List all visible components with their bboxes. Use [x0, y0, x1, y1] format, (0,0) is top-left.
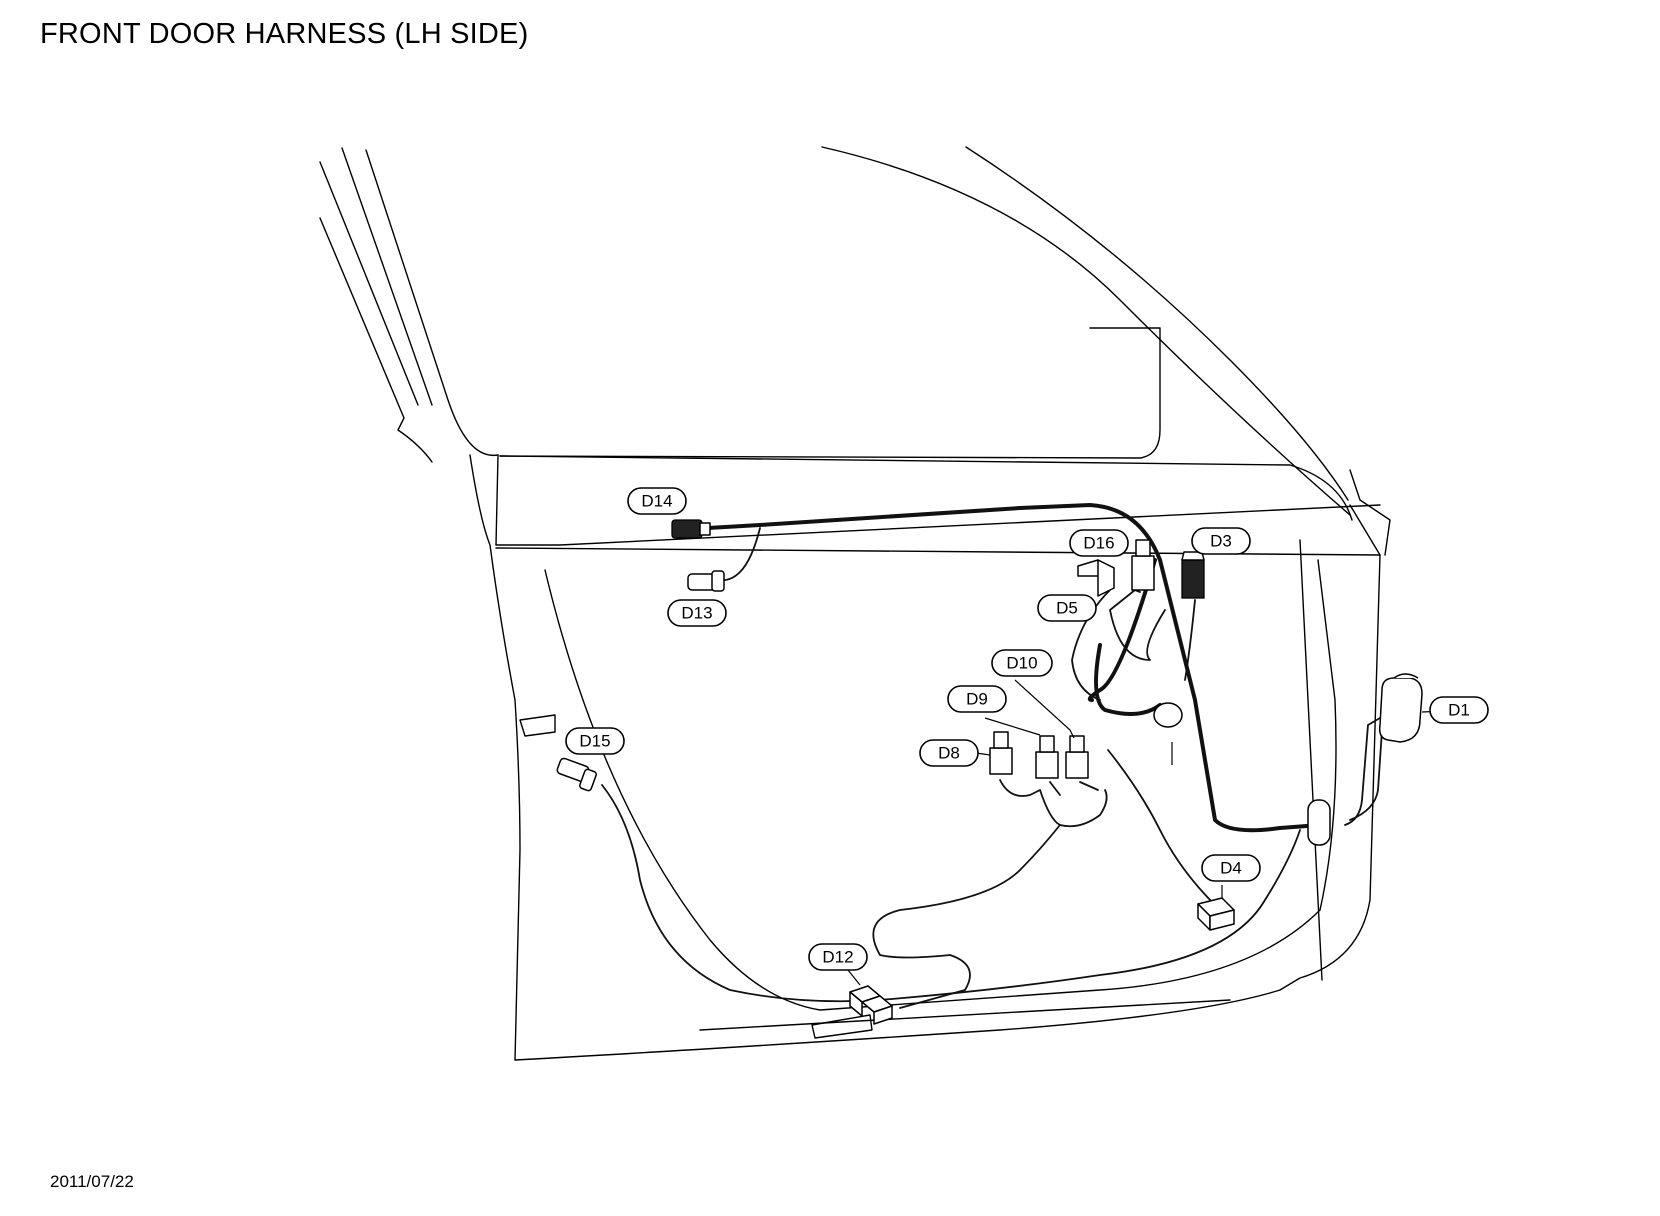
- callout-d3: D3: [1191, 527, 1251, 555]
- label-d14: D14: [641, 492, 672, 511]
- label-d4: D4: [1220, 859, 1242, 878]
- callout-d12: D12: [808, 943, 868, 971]
- callout-d9: D9: [947, 685, 1007, 713]
- revision-date: 2011/07/22: [50, 1172, 134, 1191]
- callout-d4: D4: [1201, 854, 1261, 882]
- connector-d5-body: [1077, 559, 1115, 597]
- label-d10: D10: [1006, 654, 1037, 673]
- connector-d4-body: [1197, 897, 1235, 931]
- callout-d10: D10: [991, 649, 1053, 677]
- label-d9: D9: [966, 690, 988, 709]
- label-d12: D12: [822, 948, 853, 967]
- door-outline: [319, 146, 1391, 1061]
- callout-d13: D13: [667, 599, 727, 627]
- label-d1: D1: [1448, 701, 1470, 720]
- connector-d13-body: [687, 570, 725, 592]
- connector-d12-body: [849, 985, 893, 1025]
- door-grommet: [1307, 799, 1331, 846]
- callout-d8: D8: [919, 739, 979, 767]
- connector-d9-body: [1035, 735, 1059, 779]
- label-d3: D3: [1210, 532, 1232, 551]
- label-d8: D8: [938, 744, 960, 763]
- callout-d5: D5: [1037, 594, 1097, 622]
- label-d16: D16: [1083, 534, 1114, 553]
- callout-d16: D16: [1069, 529, 1129, 557]
- branch-wires: [601, 527, 1383, 1009]
- connector-d16-body: [1131, 539, 1155, 591]
- callout-d1: D1: [1429, 696, 1489, 724]
- label-d5: D5: [1056, 599, 1078, 618]
- callout-d15: D15: [565, 727, 625, 755]
- connector-d10-body: [1065, 735, 1089, 779]
- connector-d8-body: [989, 731, 1013, 775]
- connector-d3-body: [1181, 551, 1205, 599]
- connector-d14-body: [671, 519, 711, 539]
- label-d15: D15: [579, 732, 610, 751]
- callout-d14: D14: [627, 487, 687, 515]
- label-d13: D13: [681, 604, 712, 623]
- diagram-title: FRONT DOOR HARNESS (LH SIDE): [40, 18, 529, 50]
- connector-d1-body: [1378, 673, 1423, 743]
- connector-d15-body: [556, 757, 597, 792]
- main-harness: [706, 503, 1322, 833]
